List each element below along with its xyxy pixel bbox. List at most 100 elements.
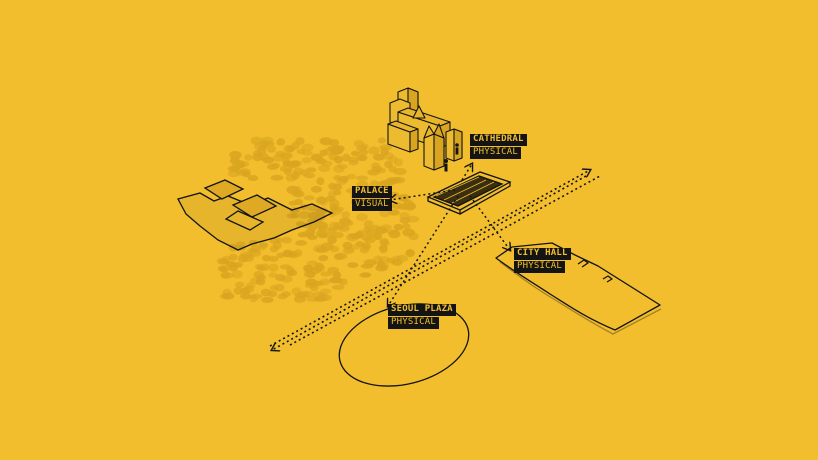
tree — [388, 230, 401, 239]
tree — [316, 177, 325, 186]
tree — [404, 249, 416, 257]
tree — [306, 167, 317, 173]
tree — [379, 238, 389, 246]
palace-title: PALACE — [352, 186, 392, 198]
tree — [338, 278, 348, 286]
city-hall-label: CITY HALL PHYSICAL — [514, 248, 571, 273]
tree — [332, 206, 344, 212]
tree — [379, 224, 392, 231]
tree — [347, 262, 359, 268]
tree — [393, 223, 404, 231]
tree — [319, 137, 329, 145]
palace-compound — [177, 179, 334, 251]
cathedral-building — [387, 87, 463, 171]
tree — [315, 158, 327, 165]
tree — [327, 266, 339, 274]
tree — [226, 260, 236, 267]
tree — [293, 190, 305, 198]
tree — [307, 222, 317, 231]
tree-field — [216, 136, 420, 304]
tree — [331, 284, 345, 290]
tree — [329, 199, 340, 208]
tree — [351, 150, 360, 157]
tree — [244, 154, 253, 161]
cathedral-title: CATHEDRAL — [470, 134, 527, 146]
seoul-plaza-title: SEOUL PLAZA — [388, 304, 456, 316]
tree — [302, 149, 313, 156]
tree — [359, 272, 371, 278]
tree — [274, 283, 285, 292]
tree — [373, 153, 385, 161]
street-axis-arrows — [269, 170, 601, 350]
tree — [233, 286, 243, 295]
tree — [357, 154, 368, 162]
tree — [365, 228, 378, 238]
tree — [403, 200, 414, 208]
tree — [279, 165, 293, 173]
pavilion-structure — [426, 171, 512, 215]
tree — [242, 171, 251, 178]
tree — [222, 292, 235, 300]
tree — [306, 260, 318, 267]
tree — [262, 254, 271, 262]
cathedral-subtitle: PHYSICAL — [470, 147, 521, 159]
tree — [348, 156, 359, 163]
tree — [332, 183, 343, 191]
tree — [337, 163, 348, 170]
tree — [256, 274, 266, 282]
tree — [298, 211, 312, 219]
tree — [301, 157, 312, 164]
tree — [355, 241, 365, 247]
tree — [239, 251, 253, 260]
tree — [261, 136, 274, 144]
city-hall-subtitle: PHYSICAL — [514, 261, 565, 273]
tree — [378, 256, 390, 263]
tree — [379, 144, 393, 151]
tree — [220, 271, 231, 279]
tree — [271, 162, 281, 169]
tree — [303, 195, 315, 201]
tree — [318, 232, 328, 239]
tree — [363, 259, 377, 266]
tree — [247, 175, 259, 182]
cathedral-label: CATHEDRAL PHYSICAL — [470, 134, 527, 159]
tree — [388, 165, 397, 173]
tree — [282, 249, 294, 258]
tree — [388, 155, 398, 163]
tree — [275, 150, 286, 157]
tree — [301, 143, 314, 152]
tree — [336, 178, 347, 185]
tree — [341, 153, 351, 162]
tree — [227, 170, 240, 178]
tree — [281, 236, 293, 244]
tree — [368, 146, 380, 155]
tree — [331, 231, 344, 239]
tree — [286, 266, 295, 275]
tree — [250, 293, 263, 300]
tree — [333, 175, 342, 181]
tree — [218, 265, 228, 271]
tree — [346, 173, 357, 180]
tree — [235, 160, 246, 169]
seoul-plaza-label: SEOUL PLAZA PHYSICAL — [388, 304, 456, 329]
tree — [363, 220, 374, 229]
tree — [397, 194, 408, 202]
tree — [291, 141, 300, 150]
tree — [391, 202, 404, 210]
tree — [290, 213, 300, 219]
tree — [229, 150, 242, 159]
tree — [343, 247, 355, 254]
tree — [268, 272, 278, 278]
tree — [379, 209, 391, 218]
tree — [406, 215, 420, 223]
tree — [320, 242, 334, 251]
palace-subtitle: VISUAL — [352, 199, 392, 211]
tree — [294, 292, 307, 299]
tree — [377, 261, 389, 270]
tree — [396, 254, 409, 263]
tree — [393, 168, 407, 176]
tree — [332, 145, 345, 153]
tree — [250, 136, 263, 145]
